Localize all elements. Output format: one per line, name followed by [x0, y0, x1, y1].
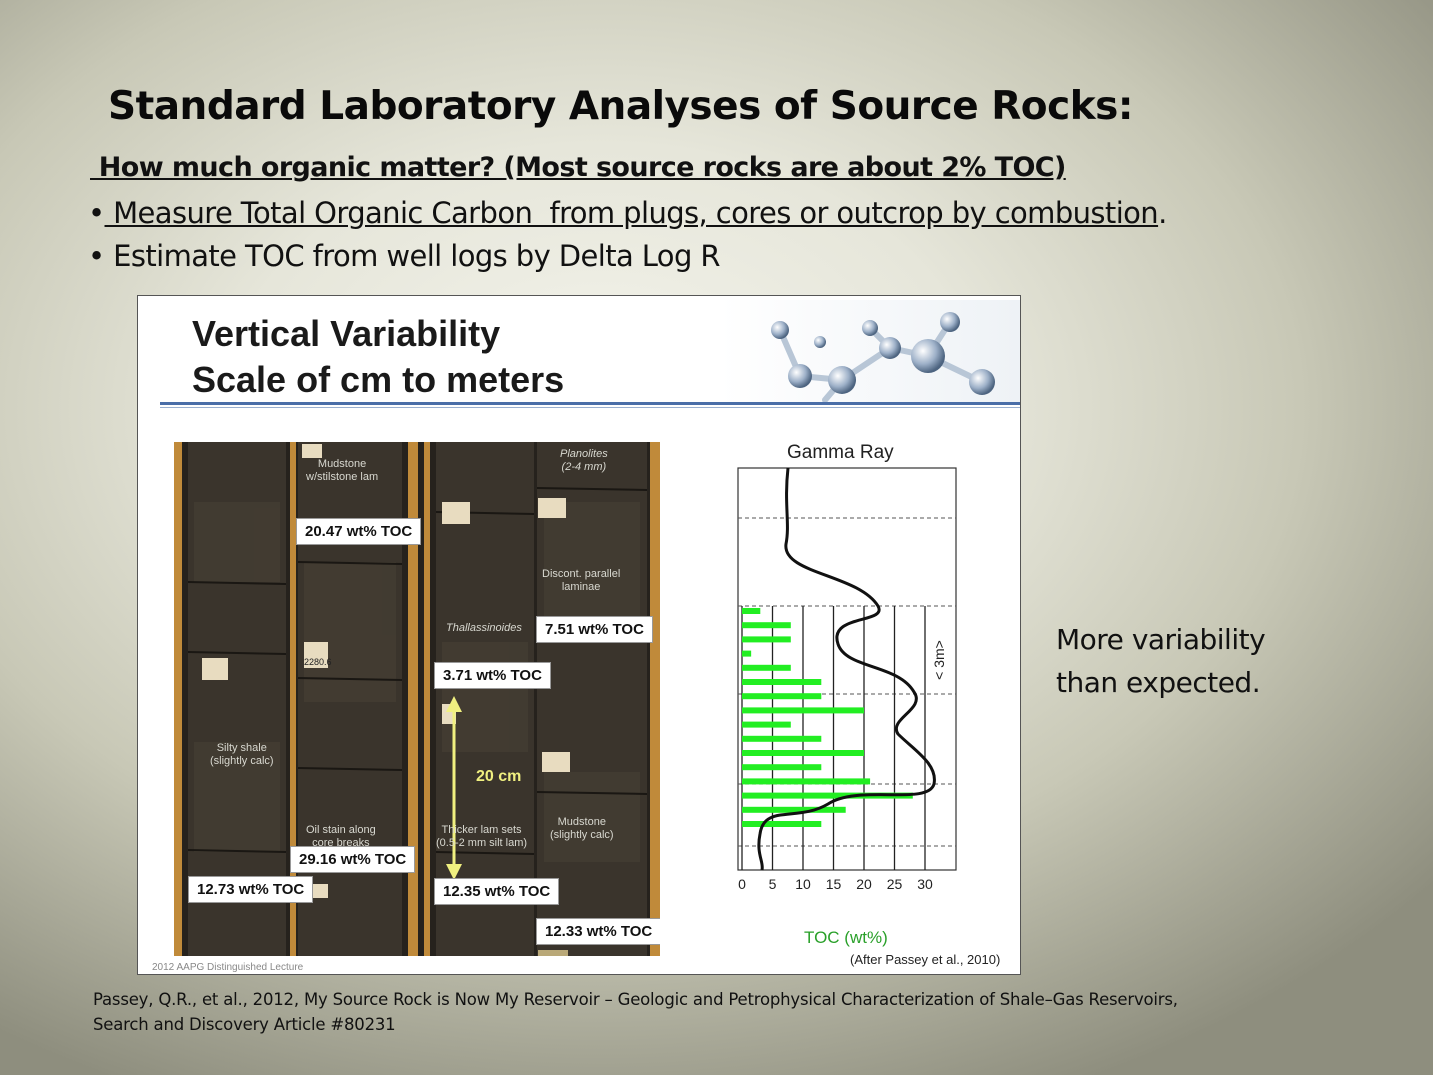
molecule-graphic	[720, 300, 1020, 402]
figure-title-line2: Scale of cm to meters	[192, 359, 565, 400]
toc-bar	[742, 764, 822, 771]
annotation-mudstone-silt: Mudstone w/stilstone lam	[306, 458, 379, 483]
annotation-silty-shale: Silty shale (slightly calc)	[210, 742, 274, 767]
x-tick-label: 25	[887, 876, 903, 892]
x-tick-label: 30	[917, 876, 933, 892]
toc-bar	[742, 735, 822, 742]
x-tick-label: 5	[769, 876, 777, 892]
bullet-text: Estimate TOC from well logs by Delta Log…	[104, 239, 720, 273]
figure-credit: (After Passey et al., 2010)	[850, 952, 1001, 967]
bullet-marker: •	[88, 239, 105, 273]
gamma-ray-curve	[757, 467, 936, 871]
toc-bar	[742, 664, 791, 671]
toc-label: 12.73 wt% TOC	[188, 876, 314, 903]
annotation-depth-tag: 2280.6	[304, 657, 332, 667]
toc-bar	[742, 792, 913, 799]
toc-bar	[742, 622, 791, 629]
core-photo-graphic	[174, 442, 660, 956]
side-note: More variability than expected.	[1056, 623, 1266, 699]
annotation-planolites: Planolites (2-4 mm)	[560, 448, 608, 473]
toc-bar	[742, 608, 761, 614]
toc-label: 12.33 wt% TOC	[536, 918, 660, 945]
bullet-text: Measure Total Organic Carbon from plugs,…	[104, 196, 1159, 230]
x-tick-label: 15	[826, 876, 842, 892]
vertical-variability-figure: Vertical Variability Scale of cm to mete…	[137, 295, 1021, 975]
toc-bar	[742, 778, 871, 785]
toc-label: 20.47 wt% TOC	[296, 518, 422, 545]
slide-title: Standard Laboratory Analyses of Source R…	[108, 84, 1133, 129]
bullet-suffix: .	[1158, 196, 1167, 230]
toc-label: 29.16 wt% TOC	[290, 846, 416, 873]
toc-bar	[742, 821, 822, 827]
annotation-discont-laminae: Discont. parallel laminae	[542, 568, 621, 593]
gamma-ray-toc-chart: 0 5 10 15 20 25 30 < 3m>	[737, 467, 957, 892]
toc-bar	[742, 650, 752, 657]
x-tick-label: 0	[738, 876, 746, 892]
toc-bar	[742, 707, 864, 714]
toc-bar	[742, 806, 846, 813]
toc-bar	[742, 750, 864, 756]
bullet-measure-toc: • Measure Total Organic Carbon from plug…	[88, 196, 1167, 230]
x-tick-label: 20	[856, 876, 872, 892]
x-axis-title: TOC (wt%)	[804, 928, 888, 947]
toc-label: 3.71 wt% TOC	[434, 662, 551, 689]
toc-bar	[742, 679, 822, 685]
toc-label: 12.35 wt% TOC	[434, 878, 560, 905]
citation-line-1: Passey, Q.R., et al., 2012, My Source Ro…	[93, 990, 1178, 1009]
toc-bar	[742, 693, 822, 700]
toc-bar	[742, 636, 791, 643]
x-tick-label: 10	[795, 876, 811, 892]
figure-watermark: 2012 AAPG Distinguished Lecture	[152, 962, 304, 973]
annotation-thalassinoides: Thallassinoides	[446, 622, 522, 634]
figure-divider	[160, 402, 1020, 405]
citation: Passey, Q.R., et al., 2012, My Source Ro…	[93, 987, 1343, 1037]
core-photo: Mudstone w/stilstone lam Planolites (2-4…	[174, 442, 660, 956]
bullet-estimate-toc: • Estimate TOC from well logs by Delta L…	[88, 239, 721, 273]
y-axis-label: < 3m>	[931, 640, 947, 680]
toc-bar	[742, 721, 791, 728]
citation-line-2: Search and Discovery Article #80231	[93, 1015, 396, 1034]
toc-label: 7.51 wt% TOC	[536, 616, 653, 643]
scale-bar-label: 20 cm	[476, 768, 522, 785]
slide-subtitle: How much organic matter? (Most source ro…	[90, 152, 1067, 183]
annotation-mudstone-calc: Mudstone (slightly calc)	[550, 816, 614, 841]
figure-divider-thin	[160, 407, 1020, 408]
figure-title-line1: Vertical Variability	[192, 313, 501, 354]
chart-title: Gamma Ray	[787, 442, 894, 463]
bullet-marker: •	[88, 196, 105, 230]
annotation-thicker-lam: Thicker lam sets (0.5-2 mm silt lam)	[436, 824, 528, 849]
